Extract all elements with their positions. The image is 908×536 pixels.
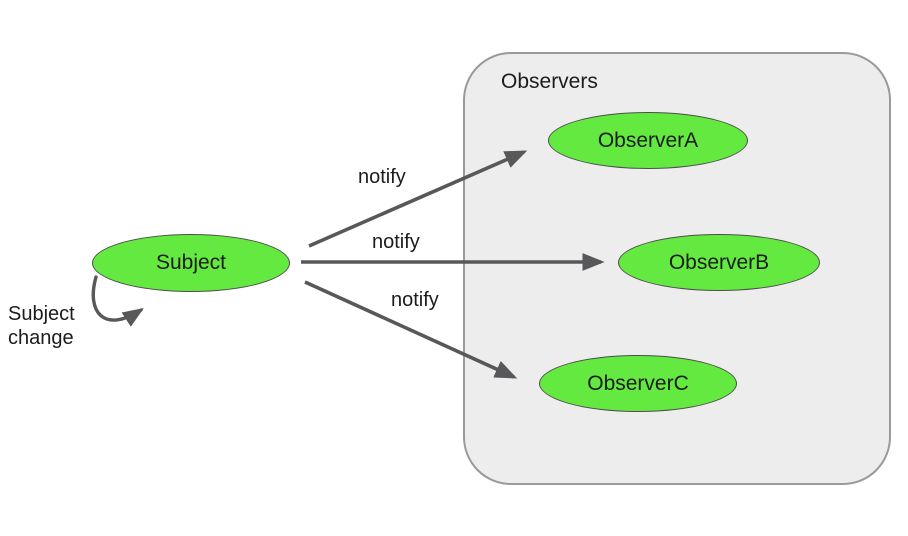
node-subject-label: Subject — [155, 251, 227, 274]
observers-group-label: Observers — [501, 70, 598, 93]
notify-label-observer-a: notify — [358, 166, 406, 188]
node-observer-c: ObserverC — [539, 355, 737, 412]
node-subject: Subject — [92, 234, 290, 292]
notify-label-observer-c: notify — [391, 289, 439, 311]
node-observer-a: ObserverA — [548, 112, 748, 169]
node-observer-a-label: ObserverA — [597, 128, 699, 152]
node-observer-b: ObserverB — [618, 234, 820, 291]
subject-change-label: Subject change — [8, 303, 75, 349]
node-observer-b-label: ObserverB — [668, 250, 770, 274]
notify-label-observer-b: notify — [372, 231, 420, 253]
node-observer-c-label: ObserverC — [587, 371, 689, 395]
